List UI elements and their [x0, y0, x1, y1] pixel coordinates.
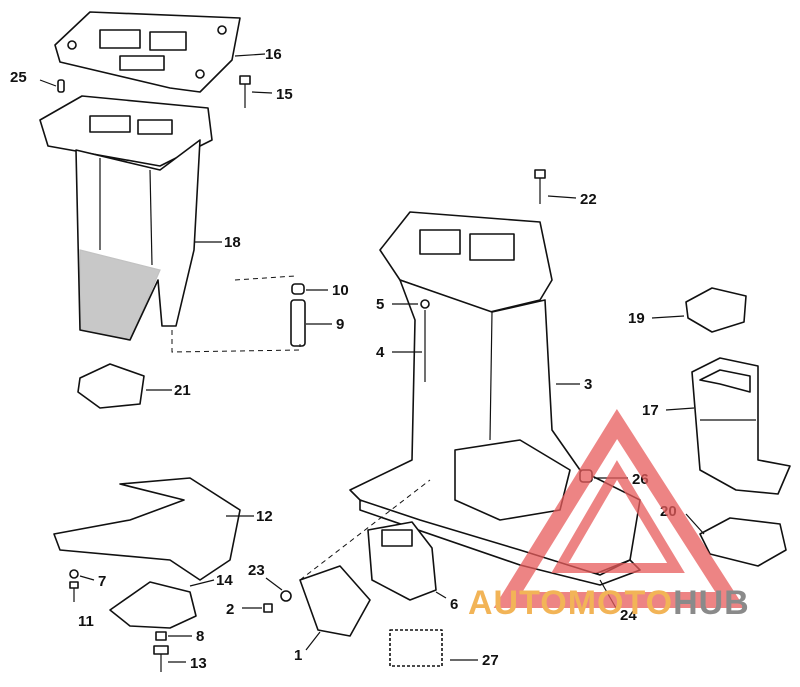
callout-8: 8 [196, 628, 204, 645]
callout-22: 22 [580, 191, 597, 208]
callout-10: 10 [332, 282, 349, 299]
callout-2: 2 [226, 601, 234, 618]
callout-1: 1 [294, 647, 302, 664]
callout-12: 12 [256, 508, 273, 525]
part-seal-19 [685, 287, 747, 333]
callout-21: 21 [174, 382, 191, 399]
part-plate-12 [53, 477, 241, 581]
part-washer-5 [420, 299, 430, 309]
watermark-word-a: AUTOMOTO [468, 584, 674, 622]
callout-9: 9 [336, 316, 344, 333]
callout-15: 15 [276, 86, 293, 103]
part-bolt-13 [153, 645, 169, 672]
callout-19: 19 [628, 310, 645, 327]
part-bracket-14 [109, 581, 197, 629]
callout-14: 14 [216, 572, 233, 589]
dashed-guide-b [234, 275, 296, 281]
watermark-word-b: HUB [673, 584, 750, 622]
part-nut-8 [155, 631, 167, 641]
part-seal-20 [699, 517, 787, 567]
part-gasket-16 [54, 11, 241, 93]
callout-23: 23 [248, 562, 265, 579]
callout-11: 11 [78, 613, 94, 630]
watermark-logo-text: AUTOMOTOHUB [468, 584, 798, 634]
part-bolt-15 [239, 75, 251, 108]
part-water-tube-17 [691, 357, 791, 495]
callout-13: 13 [190, 655, 207, 672]
callout-5: 5 [376, 296, 384, 313]
part-screw-2 [263, 603, 273, 613]
callout-4: 4 [376, 344, 385, 361]
part-cover-plate-1 [299, 479, 431, 637]
callout-25: 25 [10, 69, 27, 86]
part-washer-7 [69, 569, 79, 579]
part-decal-27 [389, 629, 443, 667]
callout-7: 7 [98, 573, 106, 590]
part-valve-block-6 [367, 521, 437, 601]
part-washer-23 [280, 590, 292, 602]
part-bolt-22 [534, 169, 546, 204]
part-tube-9 [290, 299, 306, 347]
callout-6: 6 [450, 596, 458, 613]
watermark-triangle-icon [493, 409, 745, 608]
callout-24: 24 [620, 607, 637, 624]
callout-27: 27 [482, 652, 499, 669]
callout-17: 17 [642, 402, 659, 419]
part-exhaust-housing-18 [39, 95, 213, 341]
part-dowel-25 [57, 79, 65, 93]
callout-16: 16 [265, 46, 282, 63]
part-grommet-10 [291, 283, 305, 295]
callout-3: 3 [584, 376, 592, 393]
part-seal-21 [77, 363, 145, 409]
callout-18: 18 [224, 234, 241, 251]
part-screw-11 [69, 581, 79, 602]
dashed-guide-a [171, 330, 301, 353]
